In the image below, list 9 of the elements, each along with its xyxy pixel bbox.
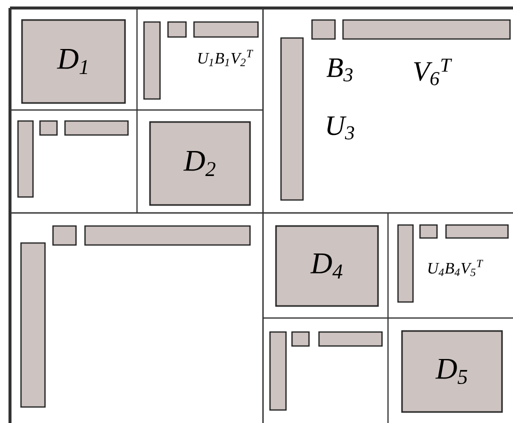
matrix-label: U$_{3}$ <box>327 116 354 140</box>
matrix-label: B$_{3}$ <box>326 58 353 82</box>
diagonal-block: D$_{4}$ <box>275 225 379 307</box>
diagonal-block: D$_{5}$ <box>401 330 503 413</box>
diagonal-block: D$_{1}$ <box>21 19 126 104</box>
matrix-label: U$_{1}$B$_{1}$V$_{2}$T <box>198 50 254 66</box>
diagonal-block: D$_{2}$ <box>149 121 251 206</box>
matrix-label: V$_{6}$T <box>414 58 452 86</box>
matrix-label: U$_{4}$B$_{4}$V$_{5}$T <box>428 260 484 276</box>
